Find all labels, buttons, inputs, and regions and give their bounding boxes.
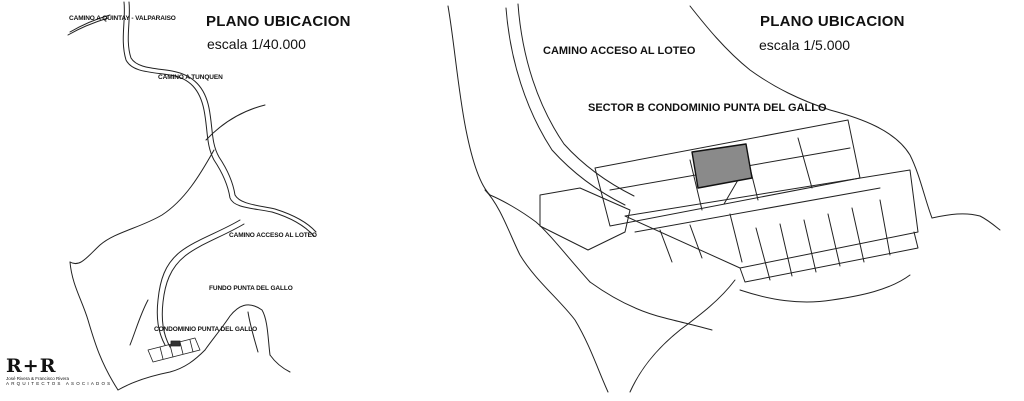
highlighted-lot	[691, 143, 753, 189]
terrain-line	[117, 349, 206, 391]
terrain-line	[69, 149, 215, 264]
label-road-quintay: CAMINO A QUINTAY - VALPARAISO	[69, 15, 176, 22]
label-access-road: CAMINO ACCESO AL LOTEO	[543, 45, 696, 57]
terrain-line	[629, 279, 736, 393]
access-road-edge	[505, 7, 626, 206]
terrain-line	[829, 109, 933, 219]
label-sector-b: SECTOR B CONDOMINIO PUNTA DEL GALLO	[588, 102, 827, 114]
terrain-line	[484, 189, 609, 393]
access-road-line	[156, 219, 241, 346]
main-road-line-2	[127, 1, 317, 233]
parcel-grid	[539, 119, 919, 283]
location-map-regional: PLANO UBICACION escala 1/40.000 CAMINO A…	[0, 0, 420, 401]
terrain-line	[489, 194, 591, 283]
regional-map-drawing	[67, 1, 317, 391]
terrain-line	[204, 304, 271, 356]
detail-map-title: PLANO UBICACION	[760, 13, 905, 30]
terrain-line	[205, 104, 266, 141]
access-road-edge-2	[517, 3, 635, 197]
condominio-parcels	[147, 337, 201, 363]
terrain-line	[247, 311, 259, 353]
terrain-line	[269, 354, 291, 373]
label-road-tunquen: CAMINO A TUNQUEN	[158, 74, 223, 81]
detail-map-scale: escala 1/5.000	[759, 37, 851, 53]
regional-map-title: PLANO UBICACION	[206, 13, 351, 30]
regional-map-scale: escala 1/40.000	[207, 36, 306, 52]
logo-firm: ARQUITECTOS ASOCIADOS	[6, 381, 113, 386]
terrain-line	[447, 5, 491, 196]
logo-names: José Rivera & Francisco Rivera	[6, 376, 70, 381]
location-map-detail: PLANO UBICACION escala 1/5.000 CAMINO AC…	[440, 0, 1024, 401]
label-fundo: FUNDO PUNTA DEL GALLO	[209, 285, 293, 292]
main-road-line	[122, 1, 315, 237]
terrain-line	[931, 213, 1001, 231]
label-condominio: CONDOMINIO PUNTA DEL GALLO	[154, 326, 258, 333]
access-road-line-2	[161, 223, 245, 348]
detail-map-drawing	[447, 3, 1001, 393]
terrain-line	[739, 274, 911, 303]
terrain-line	[69, 261, 119, 391]
terrain-line	[589, 281, 713, 331]
road-quintay-line-2	[69, 14, 111, 33]
label-road-access: CAMINO ACCESO AL LOTEO	[229, 232, 317, 239]
logo-mark: R+R	[6, 355, 57, 377]
road-quintay-line	[67, 17, 109, 36]
firm-logo: R+R José Rivera & Francisco Rivera ARQUI…	[6, 355, 113, 398]
terrain-line	[129, 299, 149, 346]
terrain-line	[689, 5, 831, 111]
